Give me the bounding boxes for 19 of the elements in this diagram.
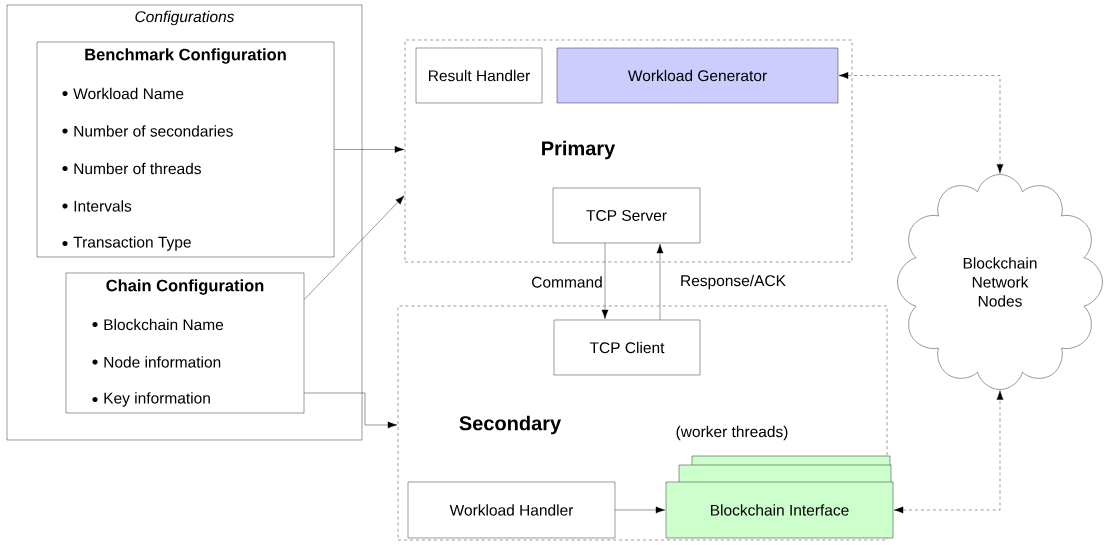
process-box: Workload Generator (556, 47, 839, 104)
arrow (656, 243, 664, 320)
stacked-box: Blockchain Interface (665, 455, 894, 539)
arrow (615, 506, 666, 514)
network-cloud: Blockchain Network Nodes (897, 174, 1103, 390)
edge-label: Command (530, 275, 604, 289)
process-box: Workload Handler (407, 481, 616, 539)
process-box: TCP Client (553, 319, 701, 376)
list-box: Chain Configuration Blockchain Name Node information Key information (65, 272, 305, 414)
arrow (304, 195, 405, 300)
arrow (601, 243, 609, 320)
list-box: Benchmark Configuration Workload Name Number of secondaries Number of threads Intervals Transaction Type (36, 41, 335, 258)
arrow (334, 146, 405, 153)
process-box: Result Handler (415, 47, 543, 104)
arrow (838, 72, 1004, 174)
arrow (893, 390, 1004, 514)
edge-label: Response/ACK (679, 273, 787, 291)
arrow (304, 392, 398, 429)
process-box: TCP Server (552, 187, 701, 244)
